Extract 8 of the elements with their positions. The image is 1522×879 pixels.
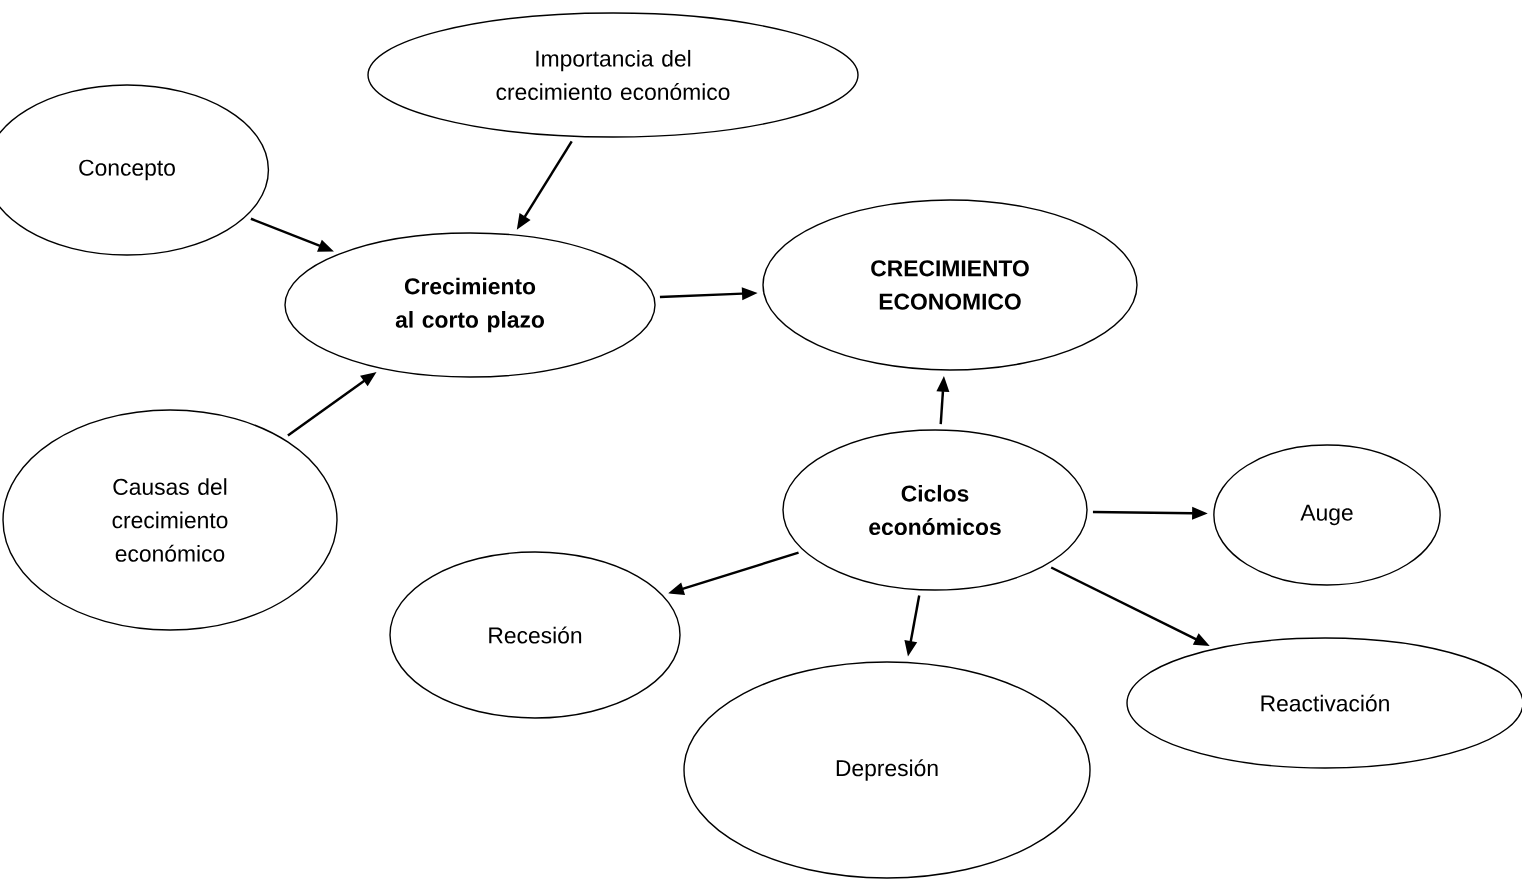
ellipse-node: Ciclos económicos bbox=[782, 429, 1088, 591]
ellipse-node: Auge bbox=[1213, 444, 1441, 586]
ellipse-node: Depresión bbox=[683, 661, 1091, 879]
ellipse-node: Importancia del crecimiento económico bbox=[367, 12, 859, 138]
ellipse-node: Crecimiento al corto plazo bbox=[284, 232, 656, 378]
ellipse-node: Recesión bbox=[389, 551, 681, 719]
ellipse-node: CRECIMIENTO ECONOMICO bbox=[762, 199, 1138, 371]
ellipse-node: Causas del crecimiento económico bbox=[2, 409, 338, 631]
